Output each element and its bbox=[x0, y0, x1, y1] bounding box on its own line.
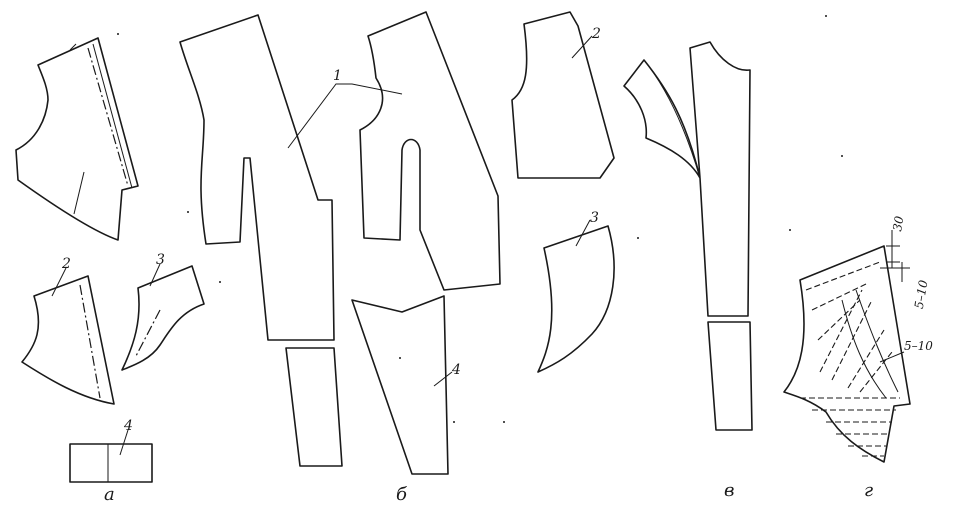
group-a-piece-4 bbox=[69, 443, 153, 483]
group-g-dim-30: 30 bbox=[890, 215, 907, 233]
group-a-front-piece bbox=[15, 37, 139, 241]
group-c: 2 3 bbox=[511, 11, 615, 373]
group-b-piece-4 bbox=[351, 295, 449, 475]
group-a-label-2: 2 bbox=[61, 256, 71, 272]
group-b-left-piece bbox=[179, 14, 335, 341]
group-v: в bbox=[623, 41, 753, 501]
group-b-label-4: 4 bbox=[451, 362, 461, 378]
group-c-piece-3 bbox=[537, 225, 615, 373]
group-a-caption: а bbox=[104, 484, 115, 505]
group-c-label-2: 2 bbox=[591, 26, 601, 42]
group-b-right-piece bbox=[359, 11, 501, 291]
group-v-sleeve-piece bbox=[623, 41, 751, 317]
group-g-hatching bbox=[800, 261, 900, 457]
group-a-piece-2 bbox=[21, 275, 115, 405]
group-a: 2 3 4 а bbox=[15, 37, 205, 505]
group-b-lower-strip bbox=[285, 347, 343, 467]
group-a-piece-3 bbox=[121, 265, 205, 371]
group-v-cuff-piece bbox=[707, 321, 753, 431]
group-b-label-1: 1 bbox=[333, 68, 342, 84]
group-a-label-3: 3 bbox=[156, 252, 165, 268]
group-v-caption: в bbox=[724, 480, 734, 501]
group-b-caption: б bbox=[396, 484, 408, 505]
group-g-dim-upper: 5–10 bbox=[912, 279, 931, 310]
group-g-dim-lower: 5–10 bbox=[904, 339, 933, 353]
group-a-label-4: 4 bbox=[123, 418, 133, 434]
group-g: 30 5–10 5–10 г bbox=[783, 215, 933, 501]
group-c-piece-2 bbox=[511, 11, 615, 179]
group-b: 1 4 б bbox=[179, 11, 501, 505]
group-g-caption: г bbox=[864, 480, 873, 501]
group-c-label-3: 3 bbox=[590, 210, 599, 226]
stray-marks bbox=[117, 15, 843, 423]
